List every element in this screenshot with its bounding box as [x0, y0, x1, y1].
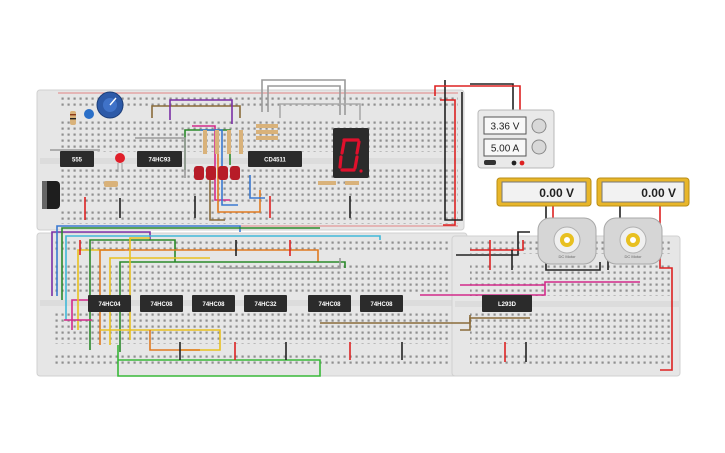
chip-label: 74HC93	[148, 158, 171, 164]
resistor[interactable]	[70, 111, 76, 125]
chip-label: 74HC32	[254, 302, 277, 308]
led-bar[interactable]	[194, 166, 240, 180]
multimeter-right[interactable]: 0.00 V	[596, 177, 690, 207]
chip-label: 74HC08	[150, 302, 173, 308]
negative-terminal[interactable]	[511, 160, 517, 166]
chip-l293d[interactable]: L293D	[482, 295, 532, 312]
current-display: 5.00 A	[491, 144, 520, 155]
led-red[interactable]	[115, 153, 125, 172]
chip-74hc08-b[interactable]: 74HC08	[192, 295, 235, 312]
voltage-display: 3.36 V	[491, 122, 520, 133]
chip-74hc32[interactable]: 74HC32	[244, 295, 287, 312]
chip-555[interactable]: 555	[60, 151, 94, 167]
chip-label: 555	[72, 158, 83, 164]
ceramic-capacitor[interactable]	[84, 109, 94, 119]
multimeter-left[interactable]: 0.00 V	[496, 177, 592, 207]
chip-74hc08-c[interactable]: 74HC08	[308, 295, 351, 312]
dc-motor-right[interactable]: DC Motor	[603, 217, 663, 265]
chip-label: 74HC08	[318, 302, 341, 308]
motor-label: DC Motor	[624, 254, 642, 259]
chip-label: L293D	[498, 302, 517, 308]
potentiometer[interactable]	[96, 91, 124, 119]
positive-terminal[interactable]	[519, 160, 525, 166]
chip-label: 74HC08	[370, 302, 393, 308]
chip-74hc04[interactable]: 74HC04	[88, 295, 131, 312]
resistor-bank[interactable]	[203, 124, 359, 185]
resistor[interactable]	[104, 181, 118, 187]
electrolytic-capacitor[interactable]	[42, 181, 60, 209]
motor-label: DC Motor	[558, 254, 576, 259]
chip-label: 74HC04	[98, 302, 121, 308]
meter-reading: 0.00 V	[539, 186, 574, 200]
current-knob[interactable]	[531, 139, 547, 155]
chip-label: CD4511	[264, 158, 286, 164]
voltage-knob[interactable]	[531, 118, 547, 134]
seven-segment-display[interactable]	[333, 128, 369, 178]
power-supply[interactable]: 3.36 V 5.00 A	[477, 109, 555, 169]
dc-motor-left[interactable]: DC Motor	[537, 217, 597, 265]
chip-74hc08-a[interactable]: 74HC08	[140, 295, 183, 312]
chip-cd4511[interactable]: CD4511	[248, 151, 302, 167]
chip-74hc93[interactable]: 74HC93	[137, 151, 182, 167]
chip-74hc08-d[interactable]: 74HC08	[360, 295, 403, 312]
power-switch[interactable]	[484, 160, 496, 165]
chip-label: 74HC08	[202, 302, 225, 308]
meter-reading: 0.00 V	[641, 186, 676, 200]
